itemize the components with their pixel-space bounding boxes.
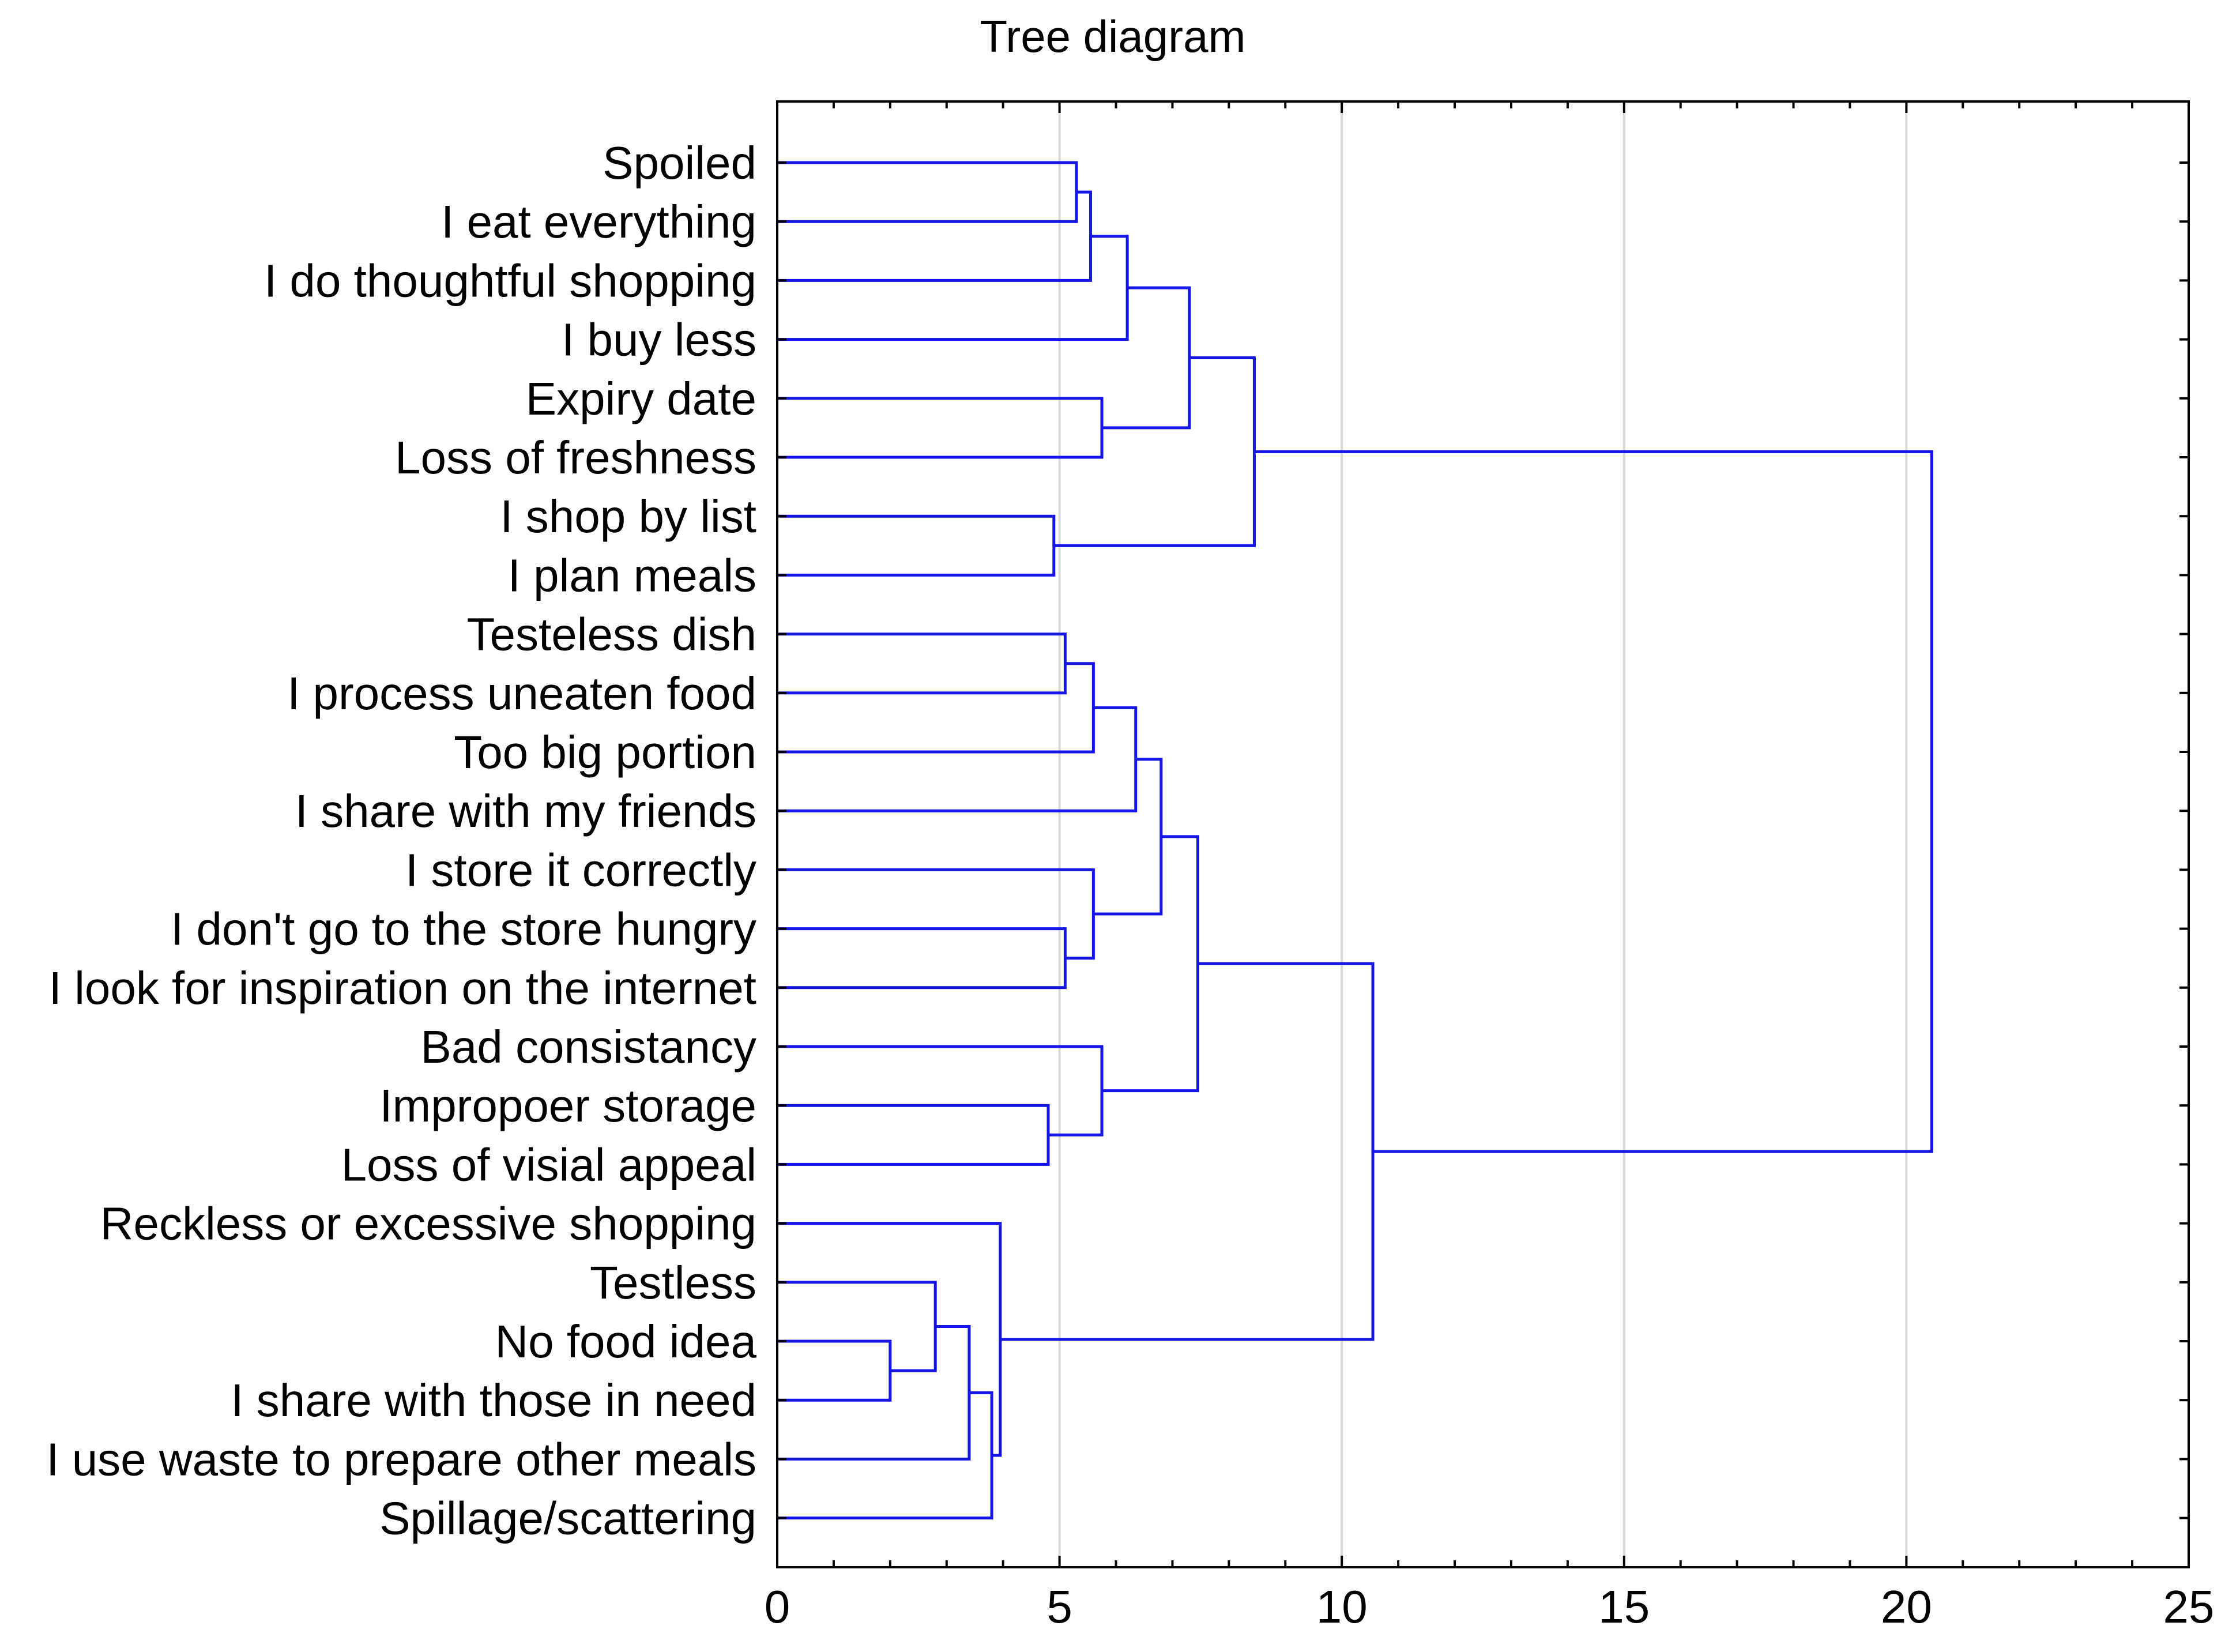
leaf-label: Bad consistancy (420, 1021, 756, 1073)
chart-title: Tree diagram (980, 11, 1246, 62)
leaf-label: I share with those in need (231, 1375, 756, 1426)
dendrogram-link (777, 1281, 937, 1372)
leaf-label: Impropoer storage (379, 1080, 756, 1131)
leaf-label: I buy less (562, 314, 756, 366)
leaf-labels: Spoiled I eat everything I do thoughtful s… (46, 137, 756, 1544)
plot-frame (776, 100, 2190, 1568)
dendrogram-link (1254, 450, 1933, 1153)
dendrogram-link (1093, 758, 1163, 916)
dendrogram-link (777, 706, 1138, 812)
leaf-label: I do thoughtful shopping (264, 255, 756, 306)
dendrogram-links (777, 161, 1933, 1520)
leaf-label: Expiry date (526, 373, 756, 424)
dendrogram-link (777, 1391, 993, 1520)
leaf-label: I shop by list (500, 491, 756, 542)
leaf-label: Spillage/scattering (379, 1493, 756, 1544)
x-tick-label: 25 (2163, 1581, 2215, 1632)
leaf-label: Loss of freshness (395, 432, 756, 483)
leaf-label: Spoiled (603, 137, 756, 189)
leaf-label: No food idea (495, 1316, 756, 1367)
dendrogram-link (777, 868, 1095, 960)
dendrogram-link (1000, 962, 1375, 1341)
x-tick-label: 5 (1046, 1581, 1072, 1632)
leaf-label: Loss of visial appeal (341, 1139, 756, 1190)
x-tick-label: 15 (1598, 1581, 1650, 1632)
leaf-label: Reckless or excessive shopping (100, 1198, 756, 1250)
leaf-label: Testeless dish (467, 609, 756, 660)
leaf-label: I eat everything (441, 196, 756, 247)
dendrogram-link (777, 397, 1104, 459)
x-axis-tick-labels: 0 5 10 15 20 25 (765, 1581, 2215, 1632)
axis-ticks (776, 101, 2190, 1567)
dendrogram-link (777, 1104, 1050, 1166)
dendrogram-link (777, 633, 1067, 695)
dendrogram-link (777, 190, 1092, 282)
dendrogram-link (777, 161, 1078, 223)
dendrogram-link (1053, 356, 1256, 547)
x-tick-label: 10 (1316, 1581, 1368, 1632)
leaf-label: I look for inspiration on the internet (49, 962, 756, 1014)
leaf-label: I don't go to the store hungry (171, 904, 756, 955)
leaf-label: Too big portion (454, 727, 756, 778)
dendrogram-link (777, 1324, 971, 1461)
dendrogram-link (777, 1339, 892, 1402)
leaf-label: I process uneaten food (287, 668, 756, 719)
leaf-label: I store it correctly (405, 844, 756, 895)
dendrogram-link (777, 235, 1129, 341)
leaf-label: I plan meals (508, 550, 756, 601)
dendrogram-link (777, 662, 1095, 754)
x-tick-label: 20 (1881, 1581, 1932, 1632)
dendrogram-link (777, 1045, 1104, 1137)
leaf-label: Testless (590, 1257, 756, 1308)
dendrogram-link (1102, 835, 1199, 1093)
dendrogram-link (777, 514, 1056, 577)
leaf-label: I share with my friends (295, 785, 756, 837)
grid-lines (1058, 101, 1908, 1567)
dendrogram-link (1102, 286, 1191, 430)
dendrogram-link (777, 1222, 1002, 1457)
x-tick-label: 0 (765, 1581, 790, 1632)
leaf-label: I use waste to prepare other meals (46, 1433, 756, 1485)
dendrogram-link (777, 927, 1067, 989)
